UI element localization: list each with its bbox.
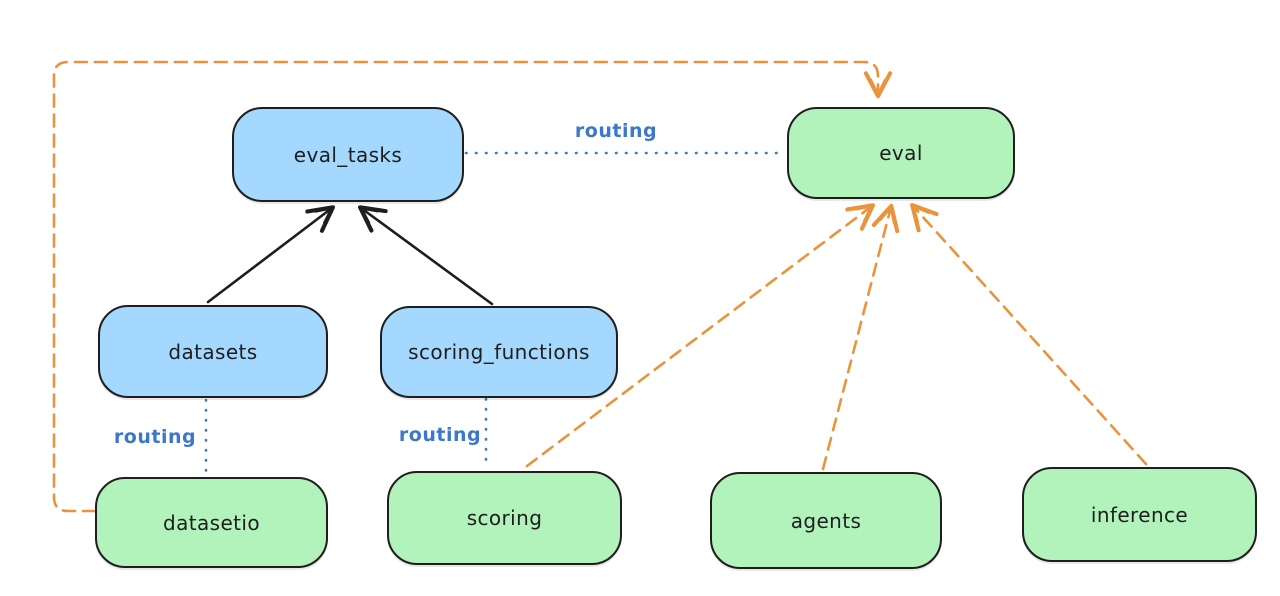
node-scoring-functions-label: scoring_functions — [408, 340, 590, 364]
node-eval-label: eval — [879, 141, 923, 165]
routing-label-datasets-datasetio: routing — [113, 426, 197, 448]
node-eval-tasks: eval_tasks — [232, 107, 464, 202]
node-eval: eval — [787, 107, 1015, 199]
node-scoring-label: scoring — [466, 506, 543, 530]
edge-agents-to-eval — [821, 203, 900, 471]
edge-inference-to-eval — [910, 203, 1148, 466]
edge-scoring-functions-to-eval-tasks — [357, 205, 494, 306]
node-datasets: datasets — [98, 305, 328, 398]
node-scoring: scoring — [387, 471, 622, 565]
edge-datasets-to-eval-tasks — [206, 205, 336, 304]
node-agents-label: agents — [790, 508, 862, 533]
node-scoring-functions: scoring_functions — [380, 306, 618, 398]
node-agents: agents — [710, 472, 942, 569]
edge-datasetio-to-eval — [52, 60, 893, 513]
node-datasetio-label: datasetio — [162, 510, 260, 535]
node-inference-label: inference — [1090, 502, 1189, 527]
edge-scoring-to-eval — [525, 203, 876, 468]
node-inference: inference — [1022, 467, 1257, 562]
node-datasets-label: datasets — [168, 339, 258, 364]
node-datasetio: datasetio — [95, 477, 328, 568]
routing-label-eval-tasks-eval: routing — [574, 120, 658, 142]
node-eval-tasks-label: eval_tasks — [293, 142, 403, 167]
routing-label-scoring-functions-scoring: routing — [398, 424, 482, 446]
